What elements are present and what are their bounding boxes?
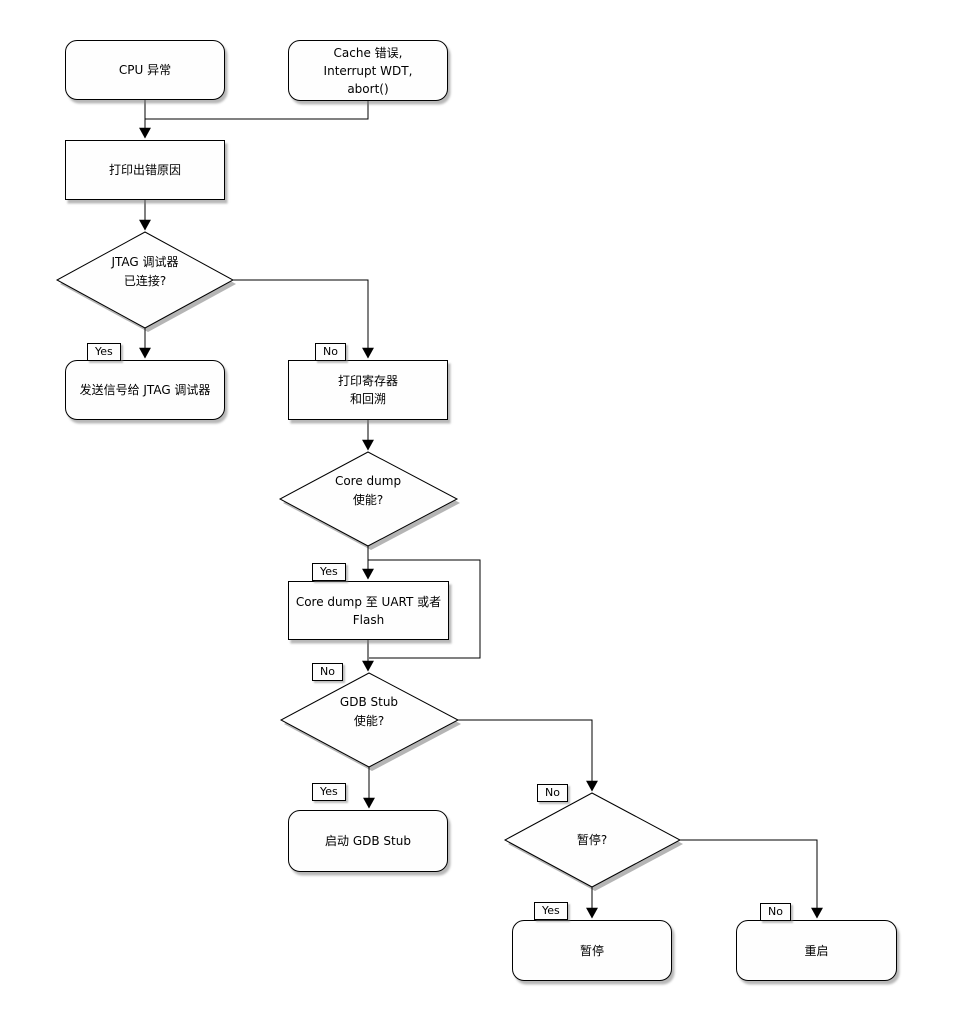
edge-label-halt-yes: Yes [534,902,568,920]
edge-lines [139,100,823,919]
edge-causes-merge [145,101,369,120]
node-cpu-exception: CPU 异常 [65,40,225,100]
node-fatal-causes: Cache 错误, Interrupt WDT, abort() [288,40,448,101]
decision-halt [503,792,682,888]
node-label: Core dump 至 UART 或者 Flash [295,594,442,627]
decision-diamonds [55,231,682,888]
edge-label-gdbstub-yes: Yes [312,783,346,801]
edge-label-text: No [323,345,338,358]
node-print-reason: 打印出错原因 [65,140,225,200]
edge-label-jtag-yes: Yes [87,343,121,361]
node-label: 重启 [804,943,829,958]
edge-label-text: Yes [320,785,338,798]
node-start-gdbstub: 启动 GDB Stub [288,810,448,872]
edge-label-text: No [545,786,560,799]
node-label: 打印出错原因 [108,163,181,177]
node-label: CPU 异常 [118,63,172,77]
node-label: 发送信号给 JTAG 调试器 [79,383,211,397]
edge-halt-no [680,839,823,919]
edge-label-gdbstub-no: No [537,784,568,802]
node-label: 启动 GDB Stub [325,834,411,848]
edge-label-coredump-yes: Yes [312,563,346,581]
edge-label-text: Yes [320,565,338,578]
edge-jtag-no [233,279,374,359]
node-label-line: Interrupt WDT, [323,63,413,78]
edge-label-jtag-no: No [315,343,346,361]
edge-label-text: No [320,665,335,678]
node-label-line: 打印寄存器 [337,374,398,388]
node-reboot: 重启 [736,920,897,981]
edge-gdbstub-no [458,719,598,792]
node-halt: 暂停 [512,920,672,981]
diamond-shadows [60,236,683,891]
node-label-line: Cache 错误, [333,45,403,60]
edge-label-halt-no: No [760,903,791,921]
node-print-registers: 打印寄存器 和回溯 [288,360,448,420]
node-label-line: abort() [347,81,389,96]
decision-gdbstub-enabled [279,672,460,768]
edge-label-text: Yes [95,345,113,358]
edge-label-text: Yes [542,904,560,917]
decision-coredump-enabled [278,451,459,547]
edge-label-coredump-no: No [312,663,343,681]
node-label-line: 和回溯 [349,392,386,406]
node-label: 暂停 [579,943,604,958]
edge-coredump-no-bypass [368,559,481,659]
node-send-signal-jtag: 发送信号给 JTAG 调试器 [65,360,225,420]
decision-jtag-connected [55,231,235,329]
edge-label-text: No [768,905,783,918]
node-coredump-write: Core dump 至 UART 或者 Flash [288,581,449,640]
